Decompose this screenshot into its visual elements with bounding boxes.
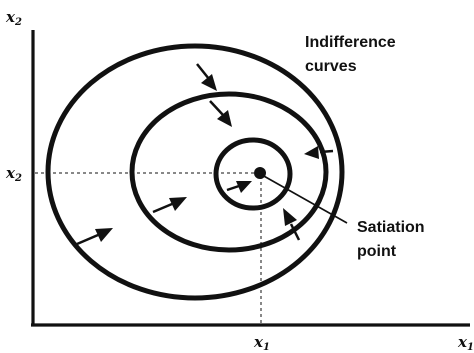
arrow-lower-right-middle (283, 208, 301, 241)
x-tick-label: x1 (253, 333, 270, 353)
inner-indifference-curve (213, 137, 293, 211)
indifference-curves-label-line2: curves (305, 58, 357, 75)
arrow-left-outer (76, 228, 113, 246)
arrow-inner-left (226, 181, 252, 193)
satiation-pointer-line (261, 174, 348, 224)
arrow-top-outer (196, 63, 217, 91)
arrow-left-middle (152, 197, 187, 214)
satiation-point-label-line1: Satiation (357, 219, 425, 236)
indifference-curves-label-line1: Indifference (305, 34, 396, 51)
satiation-point-marker (254, 167, 266, 179)
arrow-top-middle (209, 100, 232, 127)
y-axis-title: x2 (5, 8, 22, 28)
y-tick-label: x2 (5, 164, 22, 184)
x-axis-title: x1 (457, 333, 474, 353)
satiation-point-label-line2: point (357, 243, 397, 260)
arrow-right-outer (304, 146, 334, 159)
outer-indifference-curve (45, 43, 345, 301)
middle-indifference-curve (129, 91, 329, 253)
